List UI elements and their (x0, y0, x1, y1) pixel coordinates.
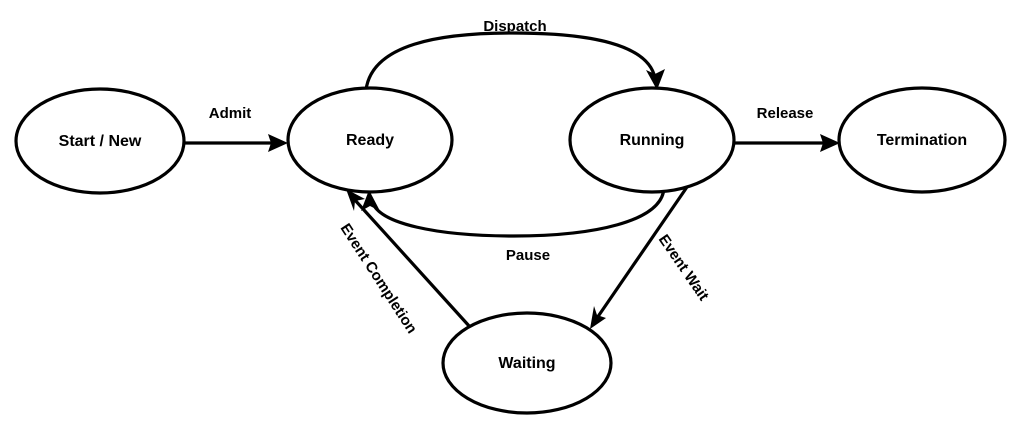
edge-admit: Admit (185, 105, 288, 152)
edge-admit-arrowhead (268, 134, 288, 152)
edge-event-wait-line (595, 186, 689, 319)
node-waiting[interactable]: Waiting (441, 311, 613, 415)
edge-pause-label: Pause (506, 247, 550, 264)
node-termination[interactable]: Termination (837, 86, 1007, 194)
node-waiting-shape[interactable] (441, 311, 613, 415)
node-termination-label: Termination (877, 132, 967, 149)
edge-release: Release (735, 105, 840, 152)
node-running[interactable]: Running (568, 86, 736, 194)
node-start-new[interactable]: Start / New (14, 87, 186, 195)
edge-dispatch: Dispatch (364, 18, 665, 91)
edge-event-completion-arrowhead (346, 189, 365, 211)
node-waiting-label: Waiting (498, 355, 555, 372)
edge-event-completion: Event Completion (337, 189, 472, 337)
node-ready-shape[interactable] (286, 86, 454, 194)
node-start-new-shape[interactable] (14, 87, 186, 195)
edge-event-wait-label: Event Wait (655, 232, 712, 304)
edge-dispatch-label: Dispatch (483, 18, 546, 35)
edge-pause: Pause (361, 187, 666, 264)
node-termination-shape[interactable] (837, 86, 1007, 194)
edge-dispatch-arrowhead (646, 69, 665, 90)
edge-release-label: Release (757, 105, 814, 122)
node-running-shape[interactable] (568, 86, 736, 194)
edge-event-completion-label: Event Completion (337, 221, 421, 337)
edge-dispatch-line (364, 31, 657, 91)
edge-event-wait-arrowhead (590, 306, 606, 329)
edge-admit-label: Admit (209, 105, 252, 122)
edge-pause-line (370, 187, 666, 238)
node-start-new-label: Start / New (59, 133, 142, 150)
edge-pause-arrowhead (361, 190, 380, 211)
node-running-label: Running (620, 132, 685, 149)
edge-event-completion-line (352, 197, 472, 329)
node-ready-label: Ready (346, 132, 394, 149)
edge-release-arrowhead (820, 134, 840, 152)
node-ready[interactable]: Ready (286, 86, 454, 194)
